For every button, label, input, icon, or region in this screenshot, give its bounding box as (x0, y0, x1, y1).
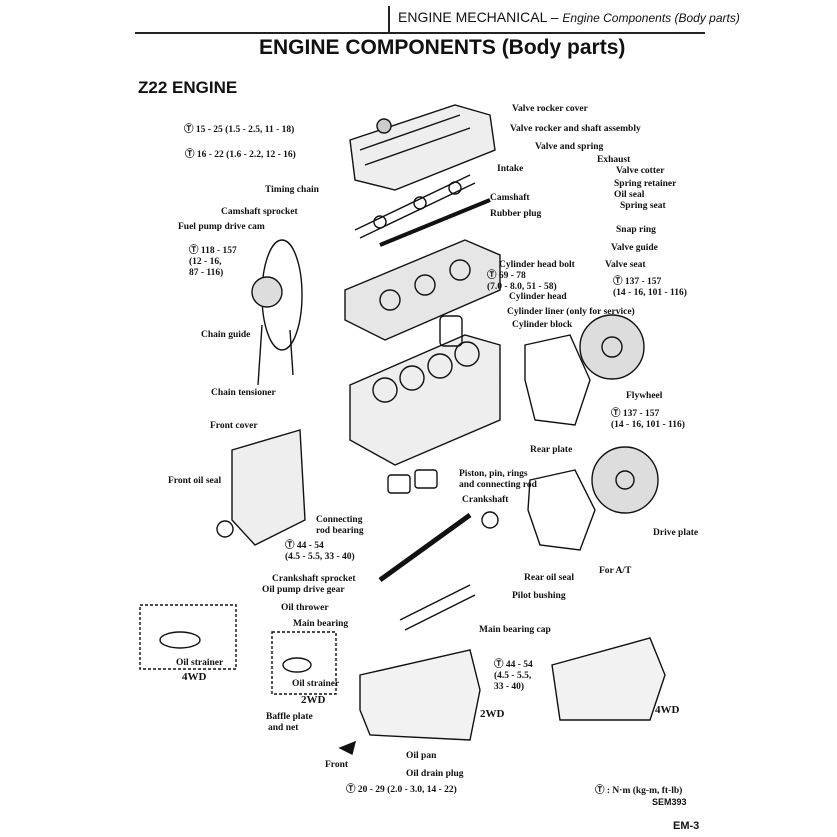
label-drive-plate: Drive plate (653, 528, 699, 538)
label-valve-guide: Valve guide (611, 243, 658, 253)
torque-spec-3: Ⓣ 118 - 157 (12 - 16, 87 - 116) (189, 246, 237, 278)
label-cylinder-head: Cylinder head (509, 292, 567, 302)
torque-spec-5: Ⓣ 137 - 157 (14 - 16, 101 - 116) (613, 277, 687, 298)
label-baffle-plate-2: and net (268, 723, 299, 733)
label-oil-drain-plug: Oil drain plug (406, 769, 464, 779)
label-rear-plate: Rear plate (530, 445, 573, 455)
torque-spec-9: Ⓣ 20 - 29 (2.0 - 3.0, 14 - 22) (346, 785, 457, 795)
label-crankshaft: Crankshaft (462, 495, 509, 505)
torque-spec-2: Ⓣ 16 - 22 (1.6 - 2.2, 12 - 16) (185, 150, 296, 160)
label-spring-retainer: Spring retainer (614, 179, 677, 189)
label-valve-rocker-cover: Valve rocker cover (512, 104, 588, 114)
label-oil-seal: Oil seal (614, 190, 645, 200)
label-pilot-bushing: Pilot bushing (512, 591, 566, 601)
label-front-oil-seal: Front oil seal (168, 476, 222, 486)
torque-legend: Ⓣ : N·m (kg-m, ft-lb) (595, 786, 683, 796)
label-2wd-pan: 2WD (480, 708, 505, 720)
label-cylinder-block: Cylinder block (512, 320, 573, 330)
label-connecting-rod-bearing-2: rod bearing (316, 526, 364, 536)
label-oil-strainer-4wd: Oil strainer (176, 658, 224, 668)
label-valve-cotter: Valve cotter (616, 166, 665, 176)
label-piston-2: and connecting rod (459, 480, 537, 490)
label-front: Front (325, 760, 349, 770)
running-header: ENGINE MECHANICAL – Engine Components (B… (398, 9, 740, 25)
header-divider (388, 6, 390, 32)
label-valve-spring: Valve and spring (535, 142, 604, 152)
label-front-cover: Front cover (210, 421, 258, 431)
label-4wd-strainer: 4WD (182, 671, 207, 683)
label-2wd-strainer: 2WD (301, 694, 326, 706)
header-rule (135, 32, 705, 34)
label-flywheel: Flywheel (626, 391, 663, 401)
label-cylinder-liner: Cylinder liner (only for service) (507, 307, 635, 317)
label-valve-seat: Valve seat (605, 260, 646, 270)
label-rear-oil-seal: Rear oil seal (524, 573, 574, 583)
label-4wd-pan: 4WD (655, 704, 680, 716)
label-connecting-rod-bearing: Connecting (316, 515, 363, 525)
section-title: Z22 ENGINE (138, 78, 238, 97)
label-rubber-plug: Rubber plug (490, 209, 542, 219)
label-camshaft-sprocket: Camshaft sprocket (221, 207, 298, 217)
label-crankshaft-sprocket: Crankshaft sprocket (272, 574, 356, 584)
label-oil-strainer-2wd: Oil strainer (292, 679, 340, 689)
label-chain-guide: Chain guide (201, 330, 251, 340)
label-piston: Piston, pin, rings (459, 469, 528, 479)
label-fuel-pump-drive-cam: Fuel pump drive cam (178, 222, 265, 232)
label-oil-pump-drive-gear: Oil pump drive gear (262, 585, 345, 595)
label-baffle-plate: Baffle plate (266, 712, 313, 722)
label-oil-thrower: Oil thrower (281, 603, 329, 613)
label-timing-chain: Timing chain (265, 185, 319, 195)
label-snap-ring: Snap ring (616, 225, 656, 235)
torque-spec-4: Ⓣ 69 - 78 (7.0 - 8.0, 51 - 58) (487, 271, 557, 292)
label-main-bearing-cap: Main bearing cap (479, 625, 551, 635)
torque-spec-8: Ⓣ 44 - 54 (4.5 - 5.5, 33 - 40) (494, 660, 533, 692)
label-cylinder-head-bolt: Cylinder head bolt (499, 260, 575, 270)
label-camshaft: Camshaft (490, 193, 530, 203)
torque-spec-7: Ⓣ 44 - 54 (4.5 - 5.5, 33 - 40) (285, 541, 355, 562)
label-main-bearing: Main bearing (293, 619, 349, 629)
label-oil-pan: Oil pan (406, 751, 437, 761)
label-intake: Intake (497, 164, 524, 174)
page-title: ENGINE COMPONENTS (Body parts) (259, 36, 626, 59)
torque-spec-6: Ⓣ 137 - 157 (14 - 16, 101 - 116) (611, 409, 685, 430)
page-number: EM-3 (673, 820, 700, 832)
label-for-at: For A/T (599, 566, 632, 576)
label-valve-rocker-shaft: Valve rocker and shaft assembly (510, 124, 641, 134)
label-exhaust: Exhaust (597, 155, 631, 165)
figure-code: SEM393 (652, 797, 687, 807)
torque-spec-1: Ⓣ 15 - 25 (1.5 - 2.5, 11 - 18) (184, 125, 295, 135)
label-chain-tensioner: Chain tensioner (211, 388, 276, 398)
label-spring-seat: Spring seat (620, 201, 666, 211)
